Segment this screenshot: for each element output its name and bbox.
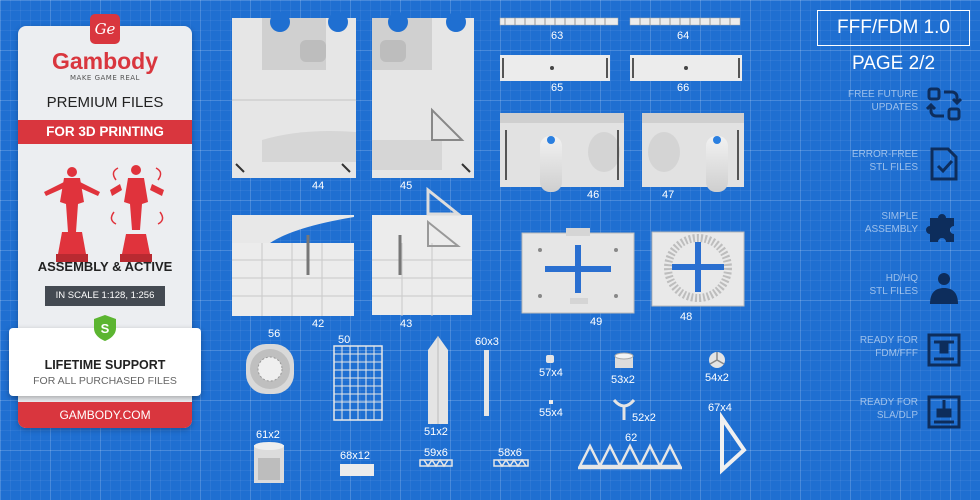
part-54	[709, 352, 725, 368]
part-45	[372, 12, 474, 178]
file-check-icon	[930, 147, 958, 181]
version-box: FFF/FDM 1.0	[817, 10, 970, 46]
label-67: 67x4	[708, 402, 732, 414]
label-47: 47	[662, 189, 675, 201]
sla-printer-icon	[927, 395, 961, 429]
part-57	[546, 355, 554, 363]
part-42	[232, 215, 354, 316]
figure-icon	[930, 273, 958, 304]
label-61: 61x2	[256, 429, 280, 441]
part-51	[428, 336, 448, 424]
brand-tagline: MAKE GAME REAL	[70, 74, 140, 82]
part-67	[720, 411, 747, 475]
assembly-active-label: ASSEMBLY & ACTIVE	[37, 259, 173, 274]
label-46: 46	[587, 189, 600, 201]
part-58	[493, 458, 529, 468]
premium-files-label: PREMIUM FILES	[46, 94, 164, 111]
part-48	[651, 231, 745, 307]
label-44: 44	[312, 180, 325, 192]
part-68	[340, 464, 374, 476]
part-60	[484, 350, 489, 416]
label-43: 43	[400, 318, 413, 330]
part-53	[614, 352, 634, 368]
label-49: 49	[590, 316, 603, 328]
label-65: 65	[551, 82, 564, 94]
puzzle-icon	[926, 214, 954, 242]
part-50	[333, 345, 383, 421]
gambody-badge: Ge Gambody MAKE GAME REAL PREMIUM FILES …	[9, 14, 201, 428]
site-link[interactable]: GAMBODY.COM	[18, 402, 192, 428]
label-58: 58x6	[498, 447, 522, 459]
part-43	[372, 186, 472, 316]
label-51: 51x2	[424, 426, 448, 438]
label-63: 63	[551, 30, 564, 42]
support-title: LIFETIME SUPPORT	[44, 358, 166, 372]
for-3d-printing-band: FOR 3D PRINTING	[18, 120, 192, 144]
label-48: 48	[680, 311, 693, 323]
part-66	[630, 55, 742, 81]
label-66: 66	[677, 82, 690, 94]
label-59: 59x6	[424, 447, 448, 459]
label-62: 62	[625, 432, 638, 444]
label-60: 60x3	[475, 336, 499, 348]
label-45: 45	[400, 180, 413, 192]
update-arrows-icon	[926, 87, 962, 121]
part-44	[232, 12, 356, 178]
brand-name: Gambody	[51, 48, 159, 74]
shield-letter: S	[101, 321, 110, 336]
label-53: 53x2	[611, 374, 635, 386]
part-64	[629, 17, 741, 26]
gambody-logo-icon: Ge	[90, 14, 120, 44]
label-42: 42	[312, 318, 325, 330]
part-63	[499, 17, 619, 26]
label-68: 68x12	[340, 450, 370, 462]
label-50: 50	[338, 334, 351, 346]
part-56	[246, 344, 294, 394]
part-62	[577, 443, 683, 470]
support-subtitle: FOR ALL PURCHASED FILES	[33, 375, 177, 387]
part-46	[500, 113, 624, 192]
label-54: 54x2	[705, 372, 729, 384]
part-55	[549, 400, 553, 404]
label-57: 57x4	[539, 367, 563, 379]
part-65	[500, 55, 610, 81]
part-52	[612, 398, 636, 420]
label-52: 52x2	[632, 412, 656, 424]
part-47	[642, 113, 744, 192]
red-figures-image	[44, 165, 164, 262]
fdm-printer-icon	[927, 333, 961, 367]
support-card: S LIFETIME SUPPORT FOR ALL PURCHASED FIL…	[9, 315, 201, 396]
part-61	[254, 442, 284, 483]
part-59	[419, 458, 453, 468]
shield-icon: S	[94, 315, 116, 341]
label-55: 55x4	[539, 407, 563, 419]
page-indicator: PAGE 2/2	[851, 53, 936, 74]
label-64: 64	[677, 30, 690, 42]
part-49	[521, 228, 635, 314]
label-56: 56	[268, 328, 281, 340]
scale-pill: IN SCALE 1:128, 1:256	[45, 286, 165, 306]
